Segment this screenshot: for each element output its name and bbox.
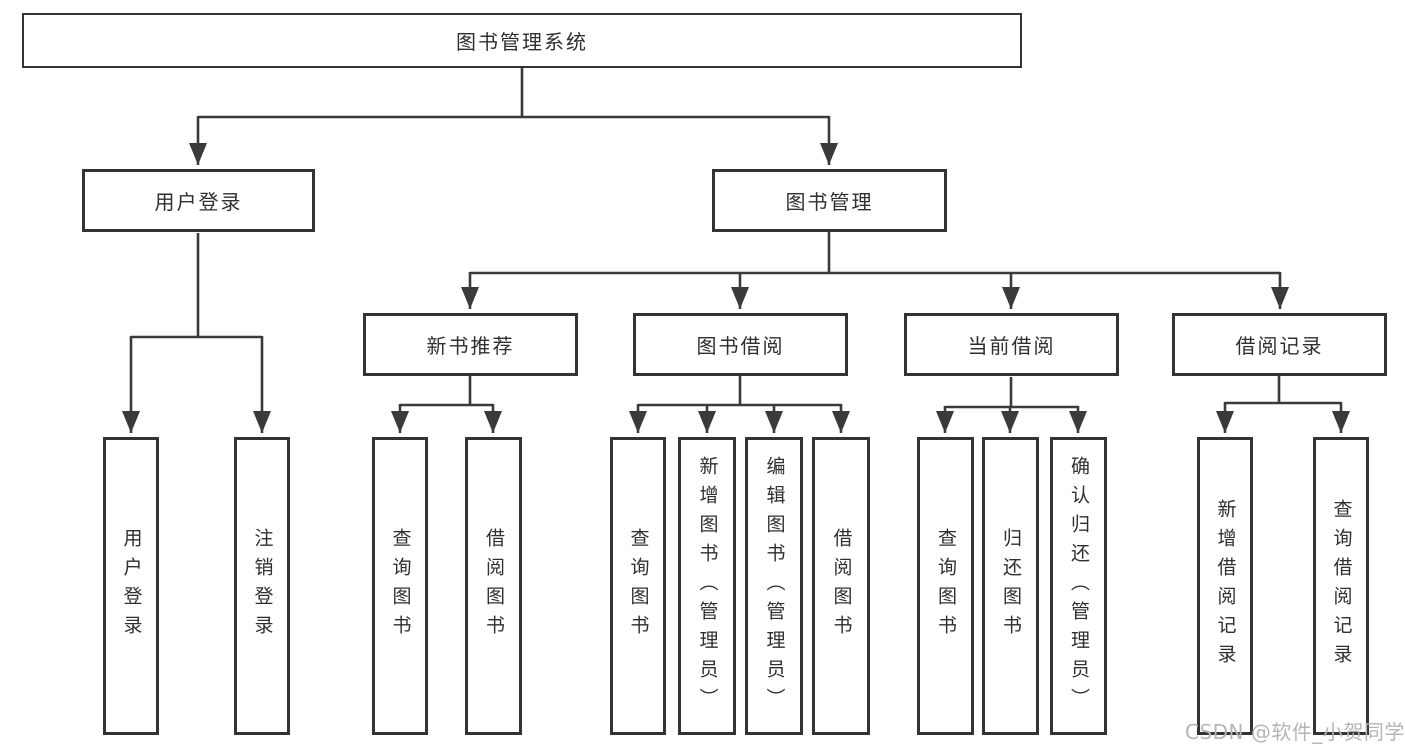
leaf-label: 查询图书 [935,528,957,644]
leaf-label: 查询图书 [389,528,412,644]
node-borrow-records: 借阅记录 [1172,313,1387,376]
node-new-book-recommend: 新书推荐 [363,313,578,376]
node-library-system: 图书管理系统 [22,13,1022,68]
leaf-label: 查询借阅记录 [1330,499,1353,673]
leaf-label: 注销登录 [251,528,274,644]
leaf-label: 查询图书 [627,528,650,644]
leaf-query-books-borrow: 查询图书 [610,437,666,735]
leaf-confirm-return-admin: 确认归还（管理员） [1050,437,1107,735]
leaf-borrow-books: 借阅图书 [812,437,870,735]
leaf-label: 编辑图书（管理员） [763,455,786,717]
leaf-query-borrow-record: 查询借阅记录 [1313,437,1369,735]
leaf-label: 确认归还（管理员） [1068,455,1090,717]
node-user-login: 用户登录 [82,169,315,232]
node-label: 当前借阅 [967,334,1056,358]
leaf-label: 新增图书（管理员） [696,455,719,717]
node-label: 图书借阅 [696,334,785,358]
leaf-add-borrow-record: 新增借阅记录 [1197,437,1253,735]
leaf-label: 新增借阅记录 [1214,499,1237,673]
csdn-watermark: CSDN @软件_小贺同学 [1185,720,1405,744]
leaf-add-book-admin: 新增图书（管理员） [678,437,736,735]
node-label: 借阅记录 [1235,334,1324,358]
node-label: 用户登录 [154,190,243,214]
leaf-label: 借阅图书 [830,528,853,644]
node-current-borrow: 当前借阅 [904,313,1119,376]
node-label: 新书推荐 [426,334,515,358]
leaf-label: 归还图书 [1000,528,1022,644]
leaf-query-books-recommend: 查询图书 [372,437,428,735]
node-label: 图书管理 [785,190,874,214]
leaf-label: 借阅图书 [483,528,505,644]
leaf-borrow-books-recommend: 借阅图书 [465,437,522,735]
leaf-logout-login: 注销登录 [234,437,290,735]
leaf-query-books-current: 查询图书 [917,437,974,735]
leaf-label: 用户登录 [120,528,143,644]
node-book-borrow: 图书借阅 [633,313,848,376]
leaf-user-login: 用户登录 [103,437,159,735]
node-label: 图书管理系统 [456,30,588,54]
leaf-edit-book-admin: 编辑图书（管理员） [745,437,803,735]
node-book-management: 图书管理 [712,169,947,232]
leaf-return-book: 归还图书 [982,437,1039,735]
